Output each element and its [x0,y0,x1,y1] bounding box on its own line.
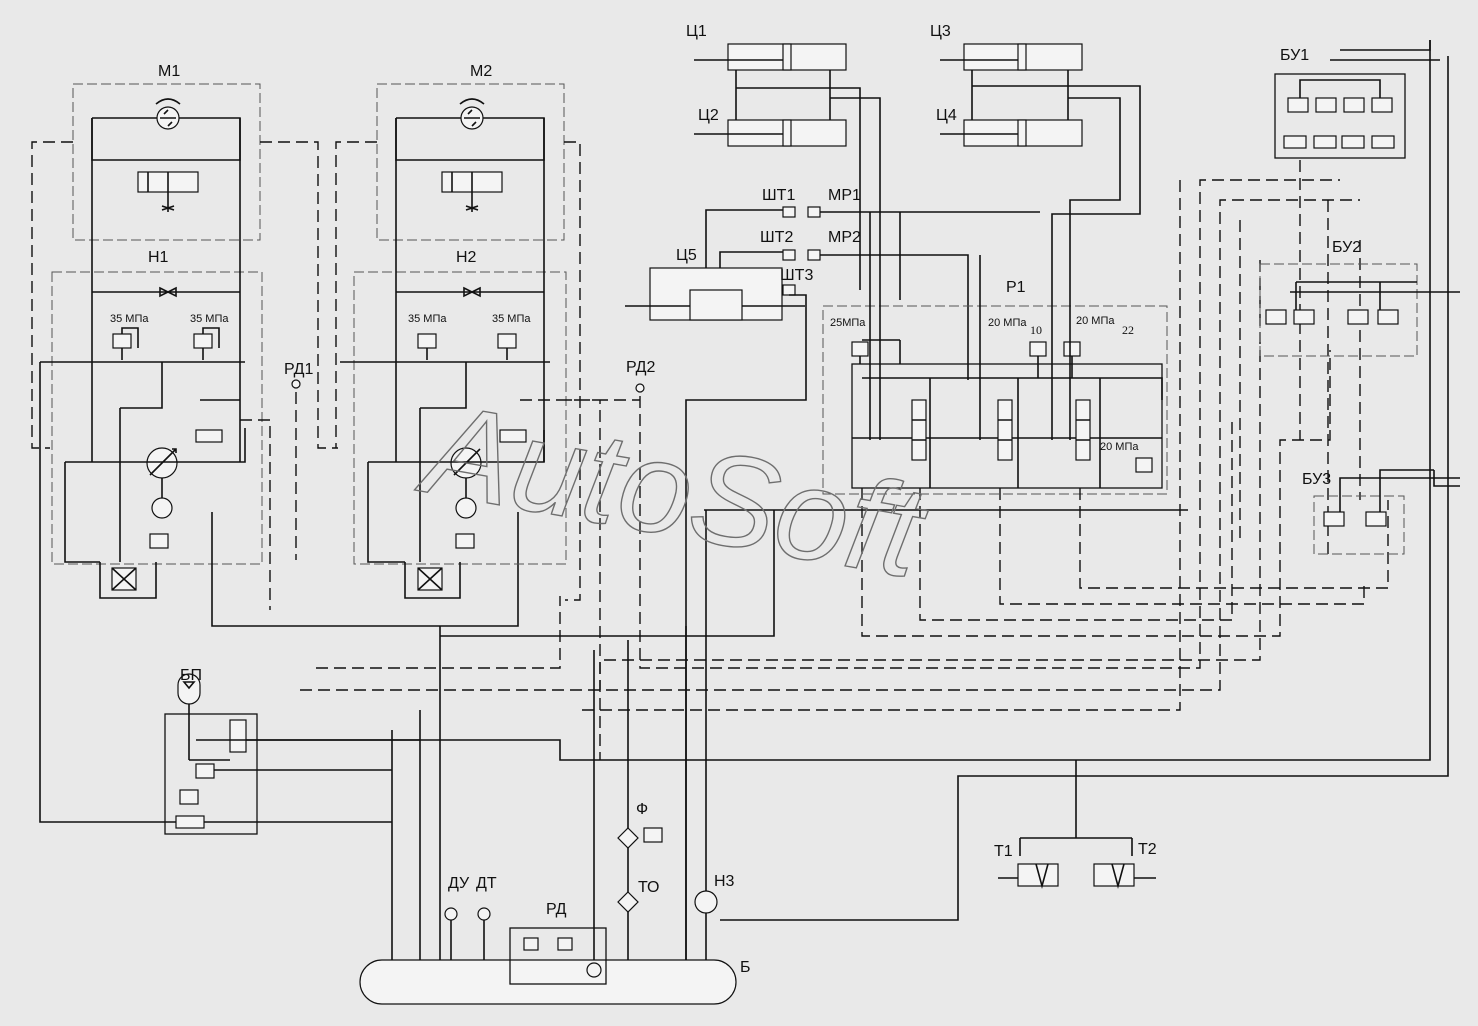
label-p1-20mpa-c: 20 МПа [1100,441,1139,453]
label-c2: Ц2 [698,107,719,124]
label-n2-valve-b: 35 МПа [492,313,531,325]
control-block-bu3 [1313,469,1460,555]
label-m1: М1 [158,63,180,80]
label-num-22: 22 [1122,323,1134,337]
label-sht3: ШТ3 [780,267,813,284]
label-sht1: ШТ1 [762,187,795,204]
label-bp: БП [180,667,202,684]
label-c1: Ц1 [686,23,707,40]
label-rd2: РД2 [626,359,655,376]
brakes-t1-t2 [998,863,1156,890]
label-du: ДУ [448,875,470,892]
label-n1-valve-b: 35 МПа [190,313,229,325]
pressure-sensor-rd1 [291,379,301,389]
heat-exchanger-to [617,891,639,913]
control-block-bu1 [1274,40,1440,159]
level-sensor-du [444,907,458,921]
label-n2-valve-a: 35 МПа [408,313,447,325]
motor-m1-group [72,83,261,241]
label-n1-valve-a: 35 МПа [110,313,149,325]
control-block-bu2 [1259,263,1460,357]
distributor-p1 [822,212,1168,495]
cylinder-c5 [625,209,805,321]
temperature-sensor-dt [477,907,491,921]
label-c3: Ц3 [930,23,951,40]
label-b: Б [740,959,751,976]
label-n1: Н1 [148,249,169,266]
label-p1-20mpa-b: 20 МПа [1076,315,1115,327]
filter-f [617,827,639,849]
label-f: Ф [636,801,648,818]
label-mr2: МР2 [828,229,861,246]
label-m2: М2 [470,63,492,80]
label-p1-20mpa-a: 20 МПа [988,317,1027,329]
label-mr1: МР1 [828,187,861,204]
label-p1: Р1 [1006,279,1026,296]
label-p1-25mpa: 25МПа [830,317,866,329]
watermark: AutoSoft [409,374,937,606]
label-c5: Ц5 [676,247,697,264]
tank-b [359,959,737,1005]
label-n2: Н2 [456,249,477,266]
label-bu1: БУ1 [1280,47,1309,64]
pump-n1-group [40,118,519,627]
pump-n2-group [340,118,567,599]
brake-power-unit [39,362,420,835]
label-num-10: 10 [1030,323,1042,337]
label-to: ТО [638,879,660,896]
motor-m2-group [376,83,565,241]
label-bu3: БУ3 [1302,471,1331,488]
cylinders-c1-c4 [694,43,1141,290]
label-rd: РД [546,901,567,918]
pump-n3 [694,890,718,914]
label-t2: Т2 [1138,841,1157,858]
label-sht2: ШТ2 [760,229,793,246]
quick-couplings [685,206,1040,960]
pressure-relay-rd-block [509,927,607,985]
label-bu2: БУ2 [1332,239,1361,256]
pressure-sensor-rd2 [635,383,645,393]
label-dt: ДТ [476,875,497,892]
label-c4: Ц4 [936,107,957,124]
label-rd1: РД1 [284,361,313,378]
label-n3: Н3 [714,873,735,890]
label-t1: Т1 [994,843,1013,860]
